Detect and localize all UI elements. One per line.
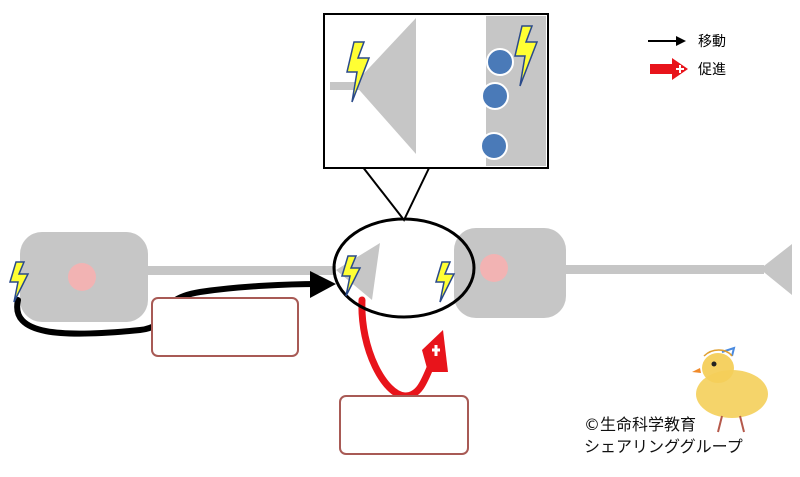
credit-line-1: ©生命科学教育	[584, 415, 697, 434]
presynaptic-neuron	[20, 232, 380, 322]
copyright-credit: ©生命科学教育 シェアリンググループ	[584, 414, 743, 458]
promote-arrow-path	[358, 296, 438, 400]
legend: 移動 促進	[648, 34, 726, 80]
axon-left	[146, 266, 336, 275]
credit-line-2: シェアリンググループ	[584, 437, 743, 456]
plus-icon	[432, 345, 440, 356]
lightning-icon	[514, 25, 539, 87]
nucleus-right	[480, 254, 508, 282]
lightning-icon	[346, 41, 371, 103]
callout-tail	[361, 165, 431, 222]
nucleus-left	[68, 263, 96, 291]
chick-mascot	[692, 346, 768, 433]
lightning-icon	[434, 261, 456, 303]
vesicle-2	[481, 82, 509, 110]
legend-move-label: 移動	[698, 34, 726, 50]
move-arrowhead	[310, 271, 336, 298]
legend-plus-icon	[676, 65, 684, 73]
vesicle-1	[486, 48, 514, 76]
axon-right	[564, 265, 764, 274]
vesicle-3	[480, 132, 508, 160]
synapse-zoom-box	[323, 13, 549, 169]
postsynaptic-neuron	[454, 228, 792, 318]
lightning-icon	[8, 261, 30, 303]
label-box-left	[151, 297, 299, 357]
zoom-axon-terminal	[354, 18, 416, 154]
legend-move-arrowhead	[676, 36, 686, 46]
legend-promote-label: 促進	[698, 62, 726, 78]
lightning-icon	[340, 255, 362, 297]
legend-promote-arrow	[650, 58, 688, 80]
label-box-bottom	[339, 395, 469, 455]
axon-terminal-right	[760, 244, 792, 295]
neuron-cell-body-right	[454, 228, 566, 318]
